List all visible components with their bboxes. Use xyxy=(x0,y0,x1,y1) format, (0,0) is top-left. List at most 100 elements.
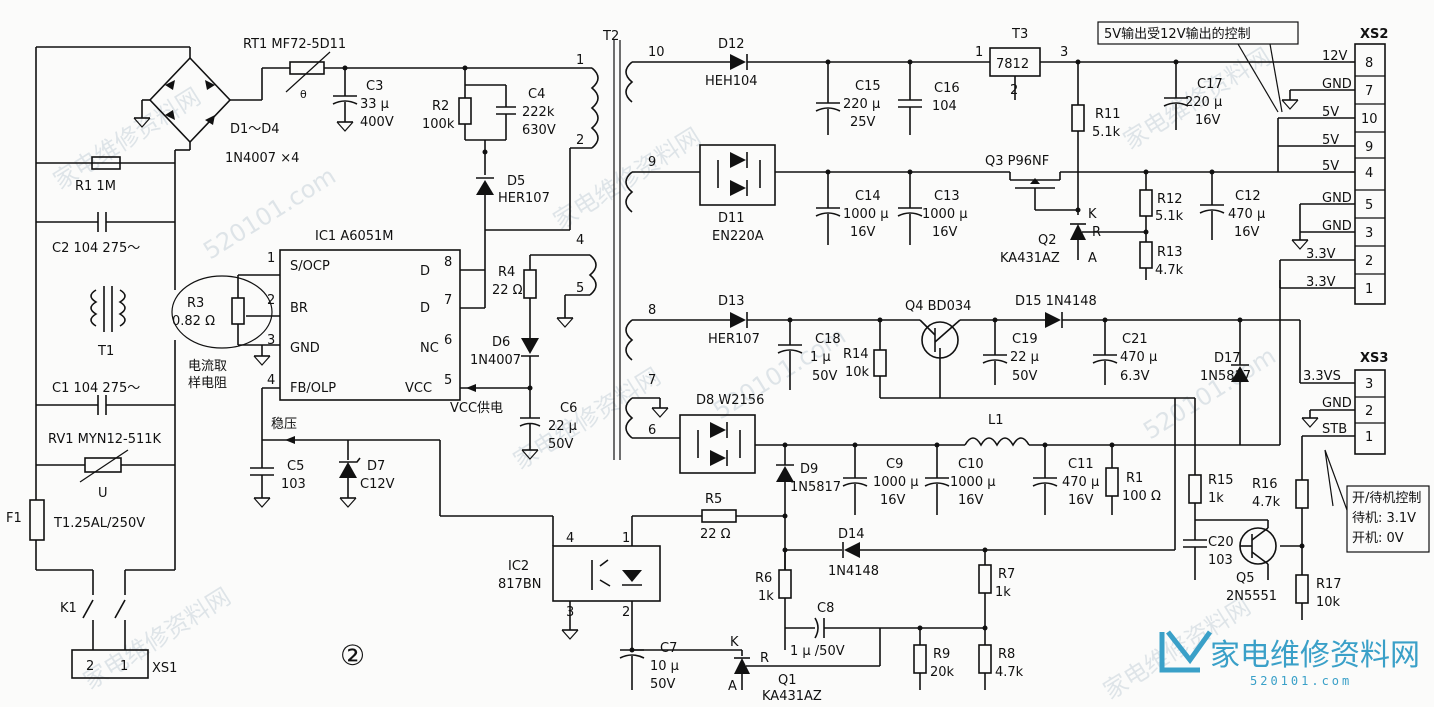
ic1-pin-label: GND xyxy=(290,341,320,356)
ic1-pin-number: 4 xyxy=(267,373,275,388)
d13-diode xyxy=(730,312,746,328)
c14-voltage: 16V xyxy=(850,225,876,240)
c15-voltage: 25V xyxy=(850,115,876,130)
c12-label: C12 xyxy=(1235,189,1261,204)
c4-value: 222k xyxy=(522,105,555,120)
c5-value: 103 xyxy=(281,477,306,492)
t1-winding xyxy=(90,289,98,327)
r13-label: R13 xyxy=(1157,245,1183,260)
ic1-pin-number: 3 xyxy=(267,333,275,348)
watermark-layer: 家电维修资料网 520101.com 家电维修资料网 家电维修资料网 52010… xyxy=(48,42,1280,705)
c4-voltage: 630V xyxy=(522,123,556,138)
c21-value: 470 μ xyxy=(1120,350,1157,365)
d15-label: D15 1N4148 xyxy=(1015,294,1097,309)
ic2-label: IC2 xyxy=(508,559,529,574)
t3-pin: 3 xyxy=(1060,45,1068,60)
r13-value: 4.7k xyxy=(1155,263,1184,278)
r14-label: R14 xyxy=(843,347,869,362)
t2-pin: 6 xyxy=(648,423,656,438)
standby-note: 待机: 3.1V xyxy=(1352,511,1416,526)
r8-value: 4.7k xyxy=(995,665,1024,680)
d11-part: EN220A xyxy=(712,229,764,244)
d7-label: D7 xyxy=(367,459,385,474)
k1-label: K1 xyxy=(60,601,77,616)
q1-pin-k: K xyxy=(730,635,739,650)
r14-value: 10k xyxy=(845,365,870,380)
xs2-pin-number: 5 xyxy=(1365,198,1373,213)
r2-label: R2 xyxy=(432,99,449,114)
d8-label: D8 W2156 xyxy=(696,393,764,408)
standby-note: 开机: 0V xyxy=(1352,531,1404,546)
r1-label: R1 1M xyxy=(75,179,116,194)
ic2-pin: 1 xyxy=(622,531,630,546)
rv1-varistor xyxy=(84,457,122,473)
r1b-resistor xyxy=(1105,467,1119,497)
t2-label: T2 xyxy=(602,29,619,44)
d17-label: D17 xyxy=(1214,351,1241,366)
q4-label: Q4 BD034 xyxy=(905,299,971,314)
r5-resistor xyxy=(701,509,737,523)
r3-highlight xyxy=(171,275,273,349)
xs1-pin-2: 2 xyxy=(86,659,94,674)
c14-label: C14 xyxy=(855,189,881,204)
t2-standby-winding xyxy=(625,319,634,361)
r5-value: 22 Ω xyxy=(700,527,731,542)
ic2-optocoupler xyxy=(552,545,661,602)
r17-resistor xyxy=(1295,574,1309,604)
l1-inductor xyxy=(964,437,1030,447)
r15-resistor xyxy=(1188,474,1202,504)
c20-value: 103 xyxy=(1208,553,1233,568)
q2-part: KA431AZ xyxy=(1000,251,1060,266)
xs2-row-label: GND xyxy=(1322,77,1352,92)
r16-label: R16 xyxy=(1252,477,1278,492)
d11-dual-diode xyxy=(699,144,776,206)
ic1-pin-label: S/OCP xyxy=(290,259,330,274)
q1-label: Q1 xyxy=(778,673,797,688)
t2-pin: 4 xyxy=(576,233,584,248)
d14-label: D14 xyxy=(838,527,865,542)
xs2-row-label: 5V xyxy=(1322,133,1339,148)
logo-mark-icon xyxy=(1159,632,1200,673)
t2-pin: 2 xyxy=(576,133,584,148)
t1-label: T1 xyxy=(97,344,114,359)
watermark-text: 520101.com xyxy=(1138,342,1280,446)
xs2-pin-number: 9 xyxy=(1365,140,1373,155)
c11-voltage: 16V xyxy=(1068,493,1094,508)
c19-voltage: 50V xyxy=(1012,369,1038,384)
r12-resistor xyxy=(1139,189,1153,217)
r15-value: 1k xyxy=(1208,491,1224,506)
xs3-row-label: GND xyxy=(1322,396,1352,411)
r7-resistor xyxy=(978,564,992,594)
c4-label: C4 xyxy=(528,87,545,102)
r11-resistor xyxy=(1071,104,1085,132)
r5-label: R5 xyxy=(705,492,722,507)
d14-part: 1N4148 xyxy=(828,564,879,579)
f1-label: F1 xyxy=(6,511,22,526)
ic1-title: IC1 A6051M xyxy=(315,229,394,244)
watermark-text: 家电维修资料网 xyxy=(48,82,205,195)
c16-label: C16 xyxy=(934,81,960,96)
r4-value: 22 Ω xyxy=(492,283,523,298)
d11-label: D11 xyxy=(718,211,745,226)
d9-diode xyxy=(776,466,794,482)
c12-value: 470 μ xyxy=(1228,207,1265,222)
xs1-label: XS1 xyxy=(152,661,177,676)
t3-pin: 2 xyxy=(1010,83,1018,98)
input-section: D1～D4 1N4007 ×4 R1 1M C2 104 275～ T1 xyxy=(6,46,365,679)
rt1-theta: θ xyxy=(300,88,307,101)
ic2-pin: 2 xyxy=(622,605,630,620)
d6-label: D6 xyxy=(492,335,510,350)
ic1-right-pins: D D NC VCC 8 7 6 5 xyxy=(405,255,452,396)
c15-label: C15 xyxy=(855,79,881,94)
xs2-row-label: 12V xyxy=(1322,49,1348,64)
c10-label: C10 xyxy=(958,457,984,472)
t2-5v-winding xyxy=(625,171,634,213)
q1-part: KA431AZ xyxy=(762,689,822,704)
regulation-label: 稳压 xyxy=(271,416,297,432)
c1-label: C1 104 275～ xyxy=(52,381,140,396)
c7-voltage: 50V xyxy=(650,677,676,692)
ic1-pin-number: 5 xyxy=(444,373,452,388)
c17-voltage: 16V xyxy=(1195,113,1221,128)
xs3-body xyxy=(1354,369,1386,455)
